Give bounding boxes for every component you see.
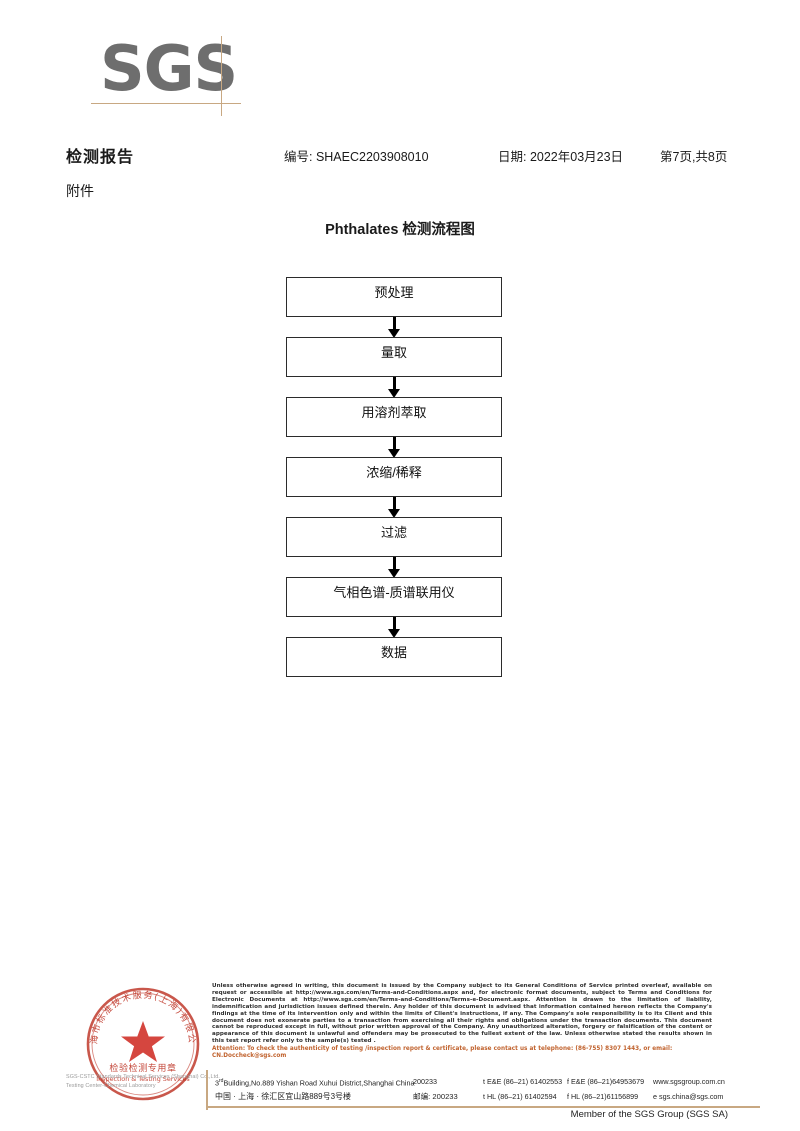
arrow-head-icon: [388, 389, 400, 398]
sgs-logo: SGS: [91, 32, 260, 118]
sgs-logo-text: SGS: [100, 32, 238, 105]
flow-node-label: 数据: [380, 645, 407, 660]
flow-node-label: 量取: [380, 345, 407, 360]
address-en-superscript: rd: [219, 1078, 224, 1084]
flow-node-label: 浓缩/稀释: [366, 465, 422, 480]
address-vertical-rule: [206, 1070, 208, 1110]
website-link[interactable]: www.sgsgroup.com.cn: [653, 1077, 725, 1086]
arrow-shaft: [392, 557, 396, 571]
footer-legal-block: Unless otherwise agreed in writing, this…: [212, 983, 712, 1061]
flow-node-filtration: 过滤: [286, 517, 502, 557]
laboratory-name-line2: Testing Center-Chemical Laboratory: [66, 1083, 156, 1089]
flow-node-pretreatment: 预处理: [286, 277, 502, 317]
report-date: 日期: 2022年03月23日: [498, 150, 624, 164]
zip-cn: 邮编: 200233: [413, 1092, 458, 1101]
flow-arrow-3: [286, 437, 502, 458]
flow-node-label: 预处理: [374, 285, 414, 300]
logo-horizontal-rule: [91, 103, 241, 104]
arrow-head-icon: [388, 449, 400, 458]
attachment-label: 附件: [66, 183, 94, 199]
svg-text:检验检测专用章: 检验检测专用章: [109, 1062, 176, 1074]
flow-node-label: 用溶剂萃取: [361, 405, 427, 420]
flowchart-title: Phthalates 检测流程图: [325, 222, 475, 238]
logo-vertical-rule: [221, 36, 222, 116]
page-indicator: 第7页,共8页: [660, 150, 728, 164]
flow-arrow-2: [286, 377, 502, 398]
arrow-head-icon: [388, 569, 400, 578]
sgs-group-member-note: Member of the SGS Group (SGS SA): [570, 1109, 728, 1120]
flow-node-gcms: 气相色谱-质谱联用仪: [286, 577, 502, 617]
email-link[interactable]: e sgs.china@sgs.com: [653, 1092, 724, 1101]
arrow-shaft: [392, 497, 396, 511]
address-en-main: Building,No.889 Yishan Road Xuhui Distri…: [223, 1078, 415, 1088]
flow-node-solvent-extraction: 用溶剂萃取: [286, 397, 502, 437]
flow-node-data: 数据: [286, 637, 502, 677]
address-row-cn: 中国 · 上海 · 徐汇区宜山路889号3号楼 邮编: 200233 t HL …: [215, 1089, 765, 1104]
address-horizontal-rule: [206, 1106, 760, 1108]
arrow-shaft: [392, 437, 396, 451]
address-row-en: 3rdBuilding,No.889 Yishan Road Xuhui Dis…: [215, 1074, 765, 1089]
svg-text:Inspection & Testing Services: Inspection & Testing Services: [96, 1075, 190, 1083]
address-cn: 中国 · 上海 · 徐汇区宜山路889号3号楼: [215, 1092, 352, 1101]
arrow-shaft: [392, 377, 396, 391]
arrow-head-icon: [388, 509, 400, 518]
laboratory-name-line1: SGS-CSTC Standards Technical Services (S…: [66, 1074, 220, 1080]
flow-arrow-4: [286, 497, 502, 518]
laboratory-watermark-caption: SGS-CSTC Standards Technical Services (S…: [66, 1073, 236, 1091]
flowchart: 预处理 量取 用溶剂萃取 浓缩/稀释 过滤 气相色谱-质谱联用仪 数据: [286, 277, 502, 677]
address-en-prefix: 3: [215, 1078, 219, 1088]
document-header: 检测报告 编号: SHAEC2203908010 日期: 2022年03月23日…: [0, 143, 800, 166]
flow-node-concentration-dilution: 浓缩/稀释: [286, 457, 502, 497]
flow-arrow-6: [286, 617, 502, 638]
address-en: 3rdBuilding,No.889 Yishan Road Xuhui Dis…: [215, 1074, 414, 1090]
telephone-en: t E&E (86–21) 61402553: [483, 1077, 563, 1086]
flow-node-label: 过滤: [380, 525, 407, 540]
arrow-shaft: [392, 617, 396, 631]
flow-arrow-1: [286, 317, 502, 338]
fax-en: f E&E (86–21)64953679: [567, 1077, 645, 1086]
company-seal-stamp: 上海市标准技术服务(上海)有限公司 检验检测专用章 Inspection & T…: [84, 985, 202, 1103]
attention-notice: Attention: To check the authenticity of …: [212, 1046, 673, 1060]
flow-node-label: 气相色谱-质谱联用仪: [333, 585, 455, 600]
flow-node-measure: 量取: [286, 337, 502, 377]
telephone-cn: t HL (86–21) 61402594: [483, 1092, 557, 1101]
disclaimer-text: Unless otherwise agreed in writing, this…: [212, 983, 712, 1045]
arrow-head-icon: [388, 329, 400, 338]
report-number: 编号: SHAEC2203908010: [284, 150, 429, 164]
flow-arrow-5: [286, 557, 502, 578]
arrow-shaft: [392, 317, 396, 331]
arrow-head-icon: [388, 629, 400, 638]
fax-cn: f HL (86–21)61156899: [567, 1092, 639, 1101]
footer-address-block: 3rdBuilding,No.889 Yishan Road Xuhui Dis…: [206, 1070, 766, 1110]
zip-en: 200233: [413, 1077, 437, 1086]
page-title: 检测报告: [66, 149, 135, 166]
